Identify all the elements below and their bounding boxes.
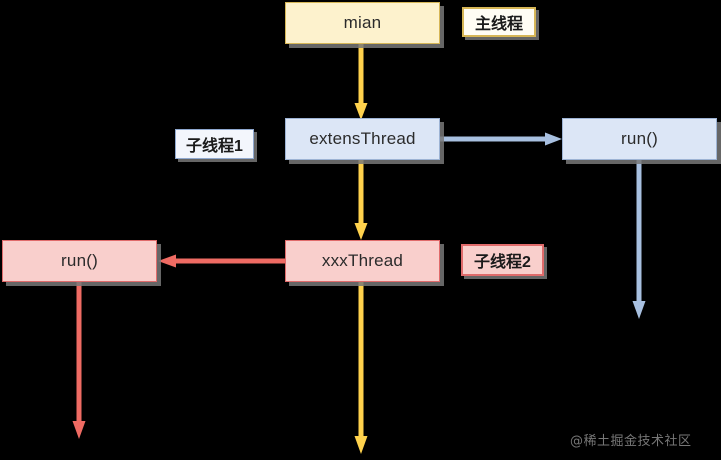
connector-extensthread-to-xxxthread-svg [354,160,368,240]
node-extensthread[interactable]: extensThread [285,118,440,160]
tag-main-thread: 主线程 [462,7,536,37]
node-xxxthread-label: xxxThread [321,251,404,270]
node-mian-label: mian [343,13,382,32]
tag-sub-thread-1-label: 子线程1 [186,138,243,155]
arrowhead-right-icon [545,132,562,146]
connector-runright-to-end-svg [632,160,646,319]
arrowhead-down-icon [354,103,368,120]
connector-runleft-to-end-svg [72,282,86,439]
tag-sub-thread-1: 子线程1 [175,129,254,159]
connector-runright-to-end [632,160,646,322]
connector-extensthread-to-runright-svg [440,132,562,146]
connector-xxxthread-to-runleft-svg [158,254,287,268]
node-extensthread-label: extensThread [309,129,416,148]
connector-mian-to-extensthread-svg [354,44,368,120]
arrowhead-down-icon [354,436,368,454]
arrowhead-down-icon [354,223,368,240]
arrowhead-left-icon [158,254,176,268]
node-run-right-label: run() [621,129,658,148]
tag-sub-thread-2-label: 子线程2 [474,254,531,271]
connector-xxxthread-to-end-svg [354,282,368,454]
node-run-left-label: run() [61,251,98,270]
node-xxxthread[interactable]: xxxThread [285,240,440,282]
node-run-right[interactable]: run() [562,118,717,160]
node-mian[interactable]: mian [285,2,440,44]
arrowhead-down-icon [632,301,646,319]
connector-extensthread-to-runright [440,132,564,146]
connector-mian-to-extensthread [354,44,368,122]
arrowhead-down-icon [72,421,86,439]
node-run-left[interactable]: run() [2,240,157,282]
tag-main-thread-label: 主线程 [474,16,523,33]
connector-extensthread-to-xxxthread [354,160,368,242]
watermark: @稀土掘金技术社区 [570,434,692,449]
tag-sub-thread-2: 子线程2 [461,244,544,276]
connector-xxxthread-to-runleft [157,254,287,268]
connector-runleft-to-end [72,282,86,442]
connector-xxxthread-to-end [354,282,368,458]
